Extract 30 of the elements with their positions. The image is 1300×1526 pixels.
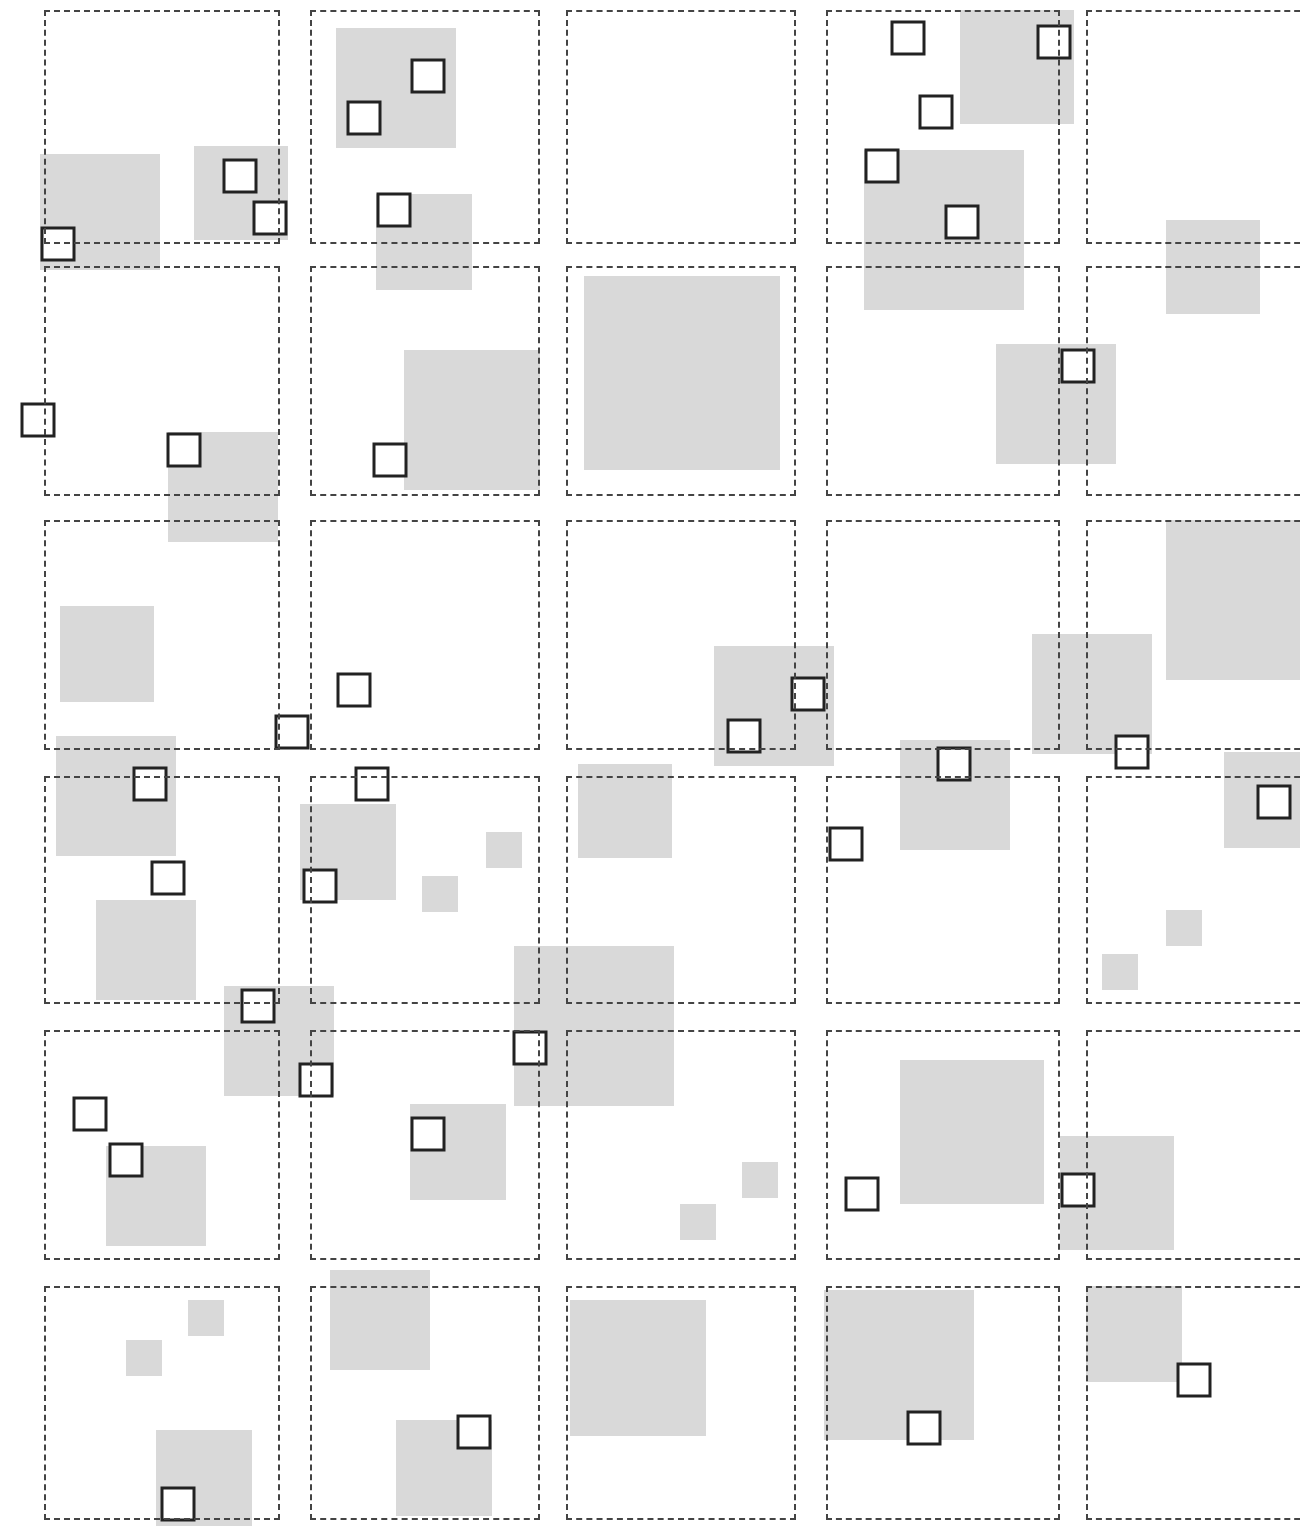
dashed-box bbox=[1086, 10, 1300, 244]
dashed-box bbox=[566, 10, 796, 244]
dashed-box bbox=[566, 1030, 796, 1260]
dashed-box bbox=[310, 1286, 540, 1520]
dashed-box bbox=[44, 776, 280, 1004]
dashed-box bbox=[44, 10, 280, 244]
dashed-box bbox=[310, 1030, 540, 1260]
dashed-box bbox=[44, 266, 280, 496]
dashed-box bbox=[44, 520, 280, 750]
dashed-box bbox=[566, 520, 796, 750]
dashed-box bbox=[826, 520, 1060, 750]
dashed-box bbox=[1086, 1030, 1300, 1260]
dashed-box bbox=[310, 266, 540, 496]
dashed-box bbox=[1086, 520, 1300, 750]
dashed-box bbox=[826, 1030, 1060, 1260]
dashed-box bbox=[826, 776, 1060, 1004]
dashed-box bbox=[826, 266, 1060, 496]
dashed-box bbox=[44, 1030, 280, 1260]
dashed-box bbox=[310, 776, 540, 1004]
dashed-box bbox=[44, 1286, 280, 1520]
dashed-box bbox=[826, 1286, 1060, 1520]
dashed-box bbox=[1086, 266, 1300, 496]
dashed-box bbox=[1086, 776, 1300, 1004]
dashed-box bbox=[310, 10, 540, 244]
dashed-box bbox=[566, 776, 796, 1004]
dashed-box bbox=[1086, 1286, 1300, 1520]
dashed-box bbox=[826, 10, 1060, 244]
dashed-box bbox=[310, 520, 540, 750]
dashed-box bbox=[566, 1286, 796, 1520]
dashed-box bbox=[566, 266, 796, 496]
